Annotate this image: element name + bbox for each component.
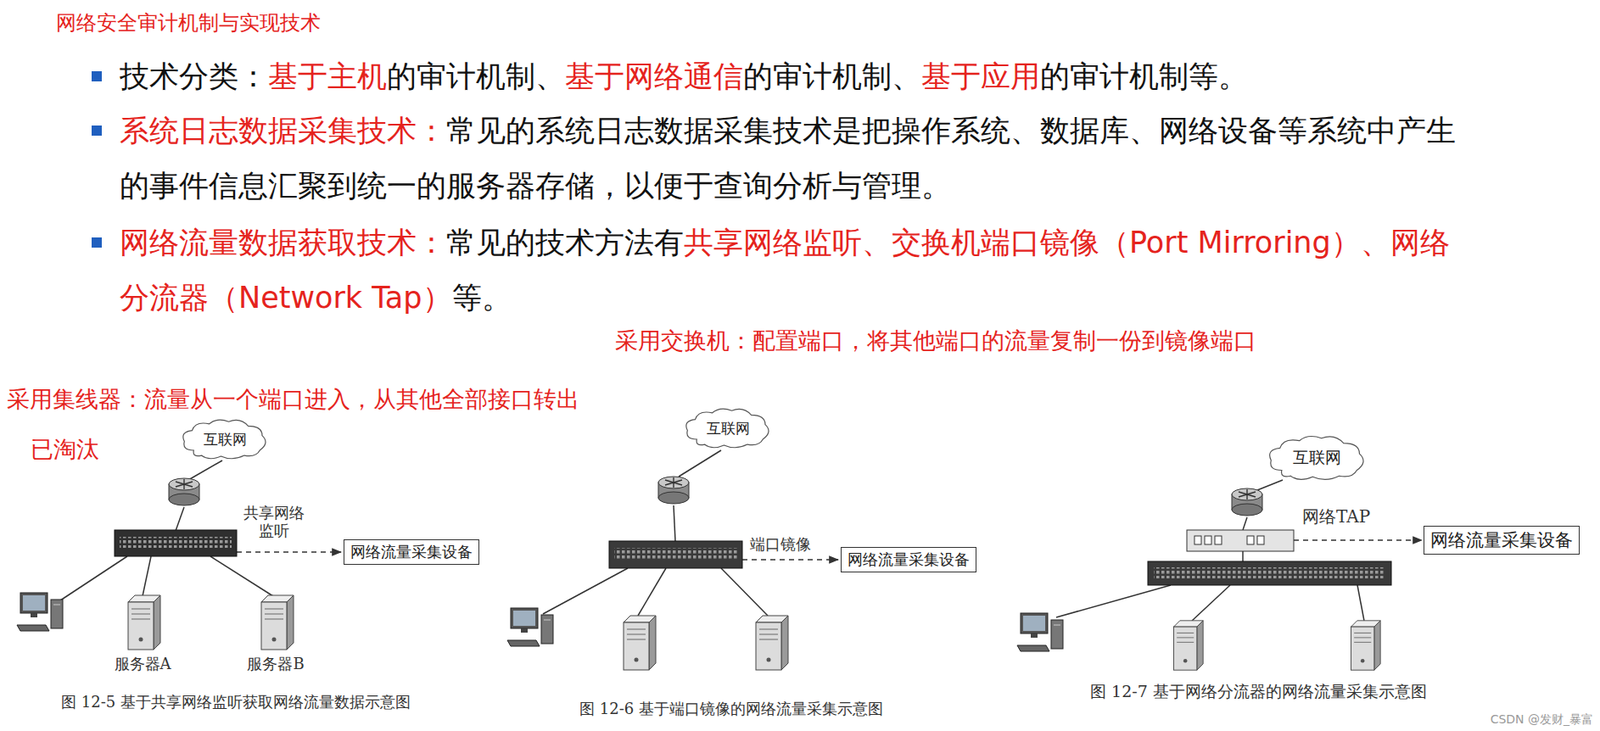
wire xyxy=(721,568,768,616)
node-text: 互联网 xyxy=(203,430,247,450)
server-label: 服务器B xyxy=(246,655,304,674)
hub-figure xyxy=(52,460,342,606)
wire xyxy=(175,507,185,532)
tap-figure xyxy=(1056,480,1422,621)
wire xyxy=(1241,551,1244,562)
node-text: 互联网 xyxy=(706,419,750,439)
node-text: 网络流量采集设备 xyxy=(847,550,970,571)
router-icon xyxy=(168,478,200,506)
highlight-text: 基于网络通信 xyxy=(565,59,744,94)
bullet-square xyxy=(91,71,102,82)
wire xyxy=(678,450,722,477)
switch-figure xyxy=(542,450,839,616)
body-text: 等。 xyxy=(452,280,512,315)
internet-cloud: 互联网 xyxy=(178,417,272,462)
highlight-text: 网络流量数据获取技术： xyxy=(119,225,447,260)
hub-ports xyxy=(119,537,232,549)
server-icon xyxy=(128,595,161,650)
link-label: 端口镜像 xyxy=(749,536,812,554)
server-icon xyxy=(755,615,789,671)
server-icon xyxy=(623,615,656,671)
server-label: 服务器A xyxy=(114,655,172,674)
wire xyxy=(1257,480,1283,491)
node-text: 网络流量采集设备 xyxy=(350,542,473,563)
switch-device xyxy=(609,541,743,569)
router-icon xyxy=(658,476,689,504)
body-text: 的审计机制、 xyxy=(743,59,922,94)
switch-ports xyxy=(614,548,738,560)
collector-box: 网络流量采集设备 xyxy=(343,539,480,566)
figure-caption: 图 12-7 基于网络分流器的网络流量采集示意图 xyxy=(1090,682,1427,702)
computer-icon xyxy=(1017,613,1063,652)
mirror-arrow xyxy=(236,551,342,554)
tap-device xyxy=(1186,530,1294,552)
highlight-text: 基于主机 xyxy=(268,59,387,94)
bullet-square xyxy=(91,125,102,136)
wire xyxy=(210,556,274,597)
wire xyxy=(52,556,128,606)
internet-cloud: 互联网 xyxy=(1264,433,1371,483)
bullet-square xyxy=(91,237,102,248)
wire xyxy=(1357,585,1365,621)
wire xyxy=(1242,517,1248,531)
wire xyxy=(1056,585,1171,618)
bullet-paragraph: 技术分类：基于主机的审计机制、基于网络通信的审计机制、基于应用的审计机制等。 xyxy=(119,49,1477,105)
highlight-text: 基于应用 xyxy=(921,59,1041,94)
node-text: 网络流量采集设备 xyxy=(1430,529,1573,552)
body-text: 常见的技术方法有 xyxy=(446,225,684,260)
router-icon xyxy=(1231,488,1263,516)
server-icon xyxy=(1351,620,1382,671)
hub-device xyxy=(114,530,237,557)
internet-cloud: 互联网 xyxy=(681,406,775,451)
body-text: 的审计机制、 xyxy=(386,59,566,94)
wire xyxy=(637,568,666,616)
body-text: 技术分类： xyxy=(119,59,269,94)
link-label: 网络TAP xyxy=(1302,507,1371,527)
wire xyxy=(542,568,628,615)
tap-ports xyxy=(1194,536,1265,545)
wire xyxy=(1191,585,1231,621)
bullet-paragraph: 系统日志数据采集技术：常见的系统日志数据采集技术是把操作系统、数据库、网络设备等… xyxy=(119,103,1477,214)
watermark: CSDN @发财_暴富 xyxy=(1490,712,1594,727)
wire xyxy=(142,556,152,597)
server-icon xyxy=(1174,620,1204,671)
figure-caption: 图 12-5 基于共享网络监听获取网络流量数据示意图 xyxy=(61,693,411,712)
switch-device xyxy=(1147,561,1392,586)
collector-box: 网络流量采集设备 xyxy=(840,547,977,574)
body-text: 的审计机制等。 xyxy=(1040,59,1248,94)
server-icon xyxy=(261,595,294,650)
mirror-arrow xyxy=(1293,539,1422,542)
page-title: 网络安全审计机制与实现技术 xyxy=(55,11,321,36)
bullet-paragraph: 网络流量数据获取技术：常见的技术方法有共享网络监听、交换机端口镜像（Port M… xyxy=(119,215,1477,326)
computer-icon xyxy=(507,608,554,647)
bullet-marks xyxy=(91,71,102,248)
computer-icon xyxy=(16,593,63,632)
annotation-note: 已淘汰 xyxy=(30,436,100,463)
highlight-text: 系统日志数据采集技术： xyxy=(119,113,447,148)
annotation-note: 采用集线器：流量从一个端口进入，从其他全部接口转出 xyxy=(6,386,580,413)
mirror-arrow xyxy=(742,559,839,561)
switch-ports xyxy=(1153,567,1386,579)
collector-box: 网络流量采集设备 xyxy=(1423,525,1580,555)
wire xyxy=(673,505,676,542)
figure-caption: 图 12-6 基于端口镜像的网络流量采集示意图 xyxy=(579,700,884,719)
node-text: 互联网 xyxy=(1292,447,1342,470)
wire xyxy=(188,460,223,481)
link-label: 共享网络监听 xyxy=(241,504,307,540)
annotation-note: 采用交换机：配置端口，将其他端口的流量复制一份到镜像端口 xyxy=(615,327,1257,354)
